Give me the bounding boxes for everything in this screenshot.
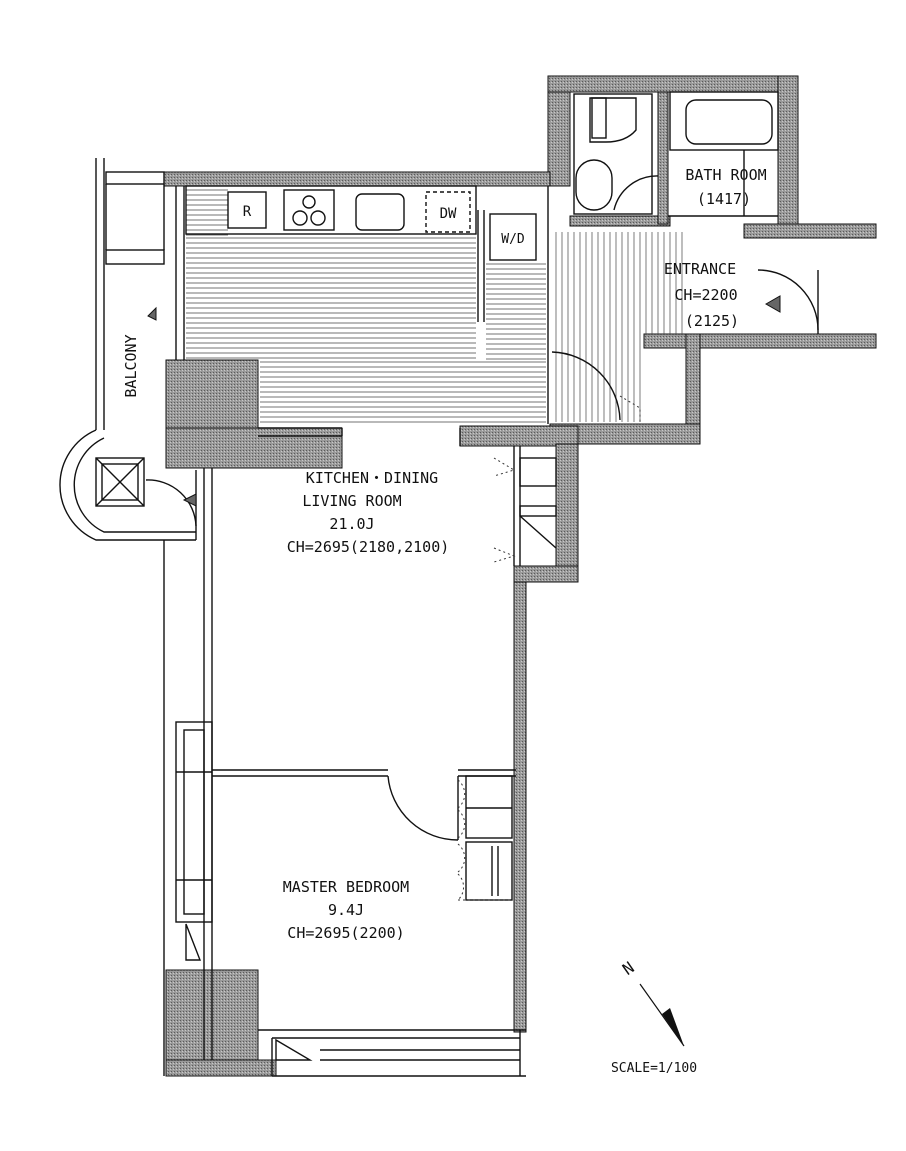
burner-icon [310, 210, 326, 226]
walls [163, 75, 877, 1077]
scale-label: SCALE=1/100 [611, 1061, 697, 1076]
wall-bottom-edge [165, 1059, 277, 1077]
north-label: N [619, 958, 638, 979]
wall-right-long [513, 581, 527, 1033]
wall-entrance-upper [743, 223, 877, 239]
wall-entrance-lower [643, 333, 877, 349]
wall-bath-right [777, 75, 799, 225]
ldk-area: 21.0J [329, 515, 374, 533]
thin-lines [59, 91, 819, 1077]
burner-icon [302, 195, 316, 209]
bath-label: BATH ROOM [685, 166, 766, 184]
bedroom-area: 9.4J [328, 901, 364, 919]
washer-dryer-box [489, 213, 537, 261]
washer-dryer-label: W/D [501, 232, 525, 247]
ldk-ceiling: CH=2695(2180,2100) [287, 538, 450, 556]
entry-markers [147, 295, 781, 507]
ldk-label-line2: LIVING ROOM [302, 492, 401, 510]
wall-bath-step [569, 215, 671, 227]
wall-kitchen-top [163, 171, 551, 187]
sink [355, 193, 405, 231]
entrance-floor [555, 232, 683, 422]
wall-bath-top [547, 75, 799, 93]
north-line [639, 983, 685, 1047]
flooring [186, 189, 683, 423]
north-arrow-icon [662, 1008, 684, 1046]
wall-ldk-right-block [459, 425, 579, 447]
triangle-icon [764, 295, 781, 313]
entrance-sub: (2125) [685, 312, 739, 330]
north-arrow: N [619, 958, 685, 1047]
labels: KITCHEN・DINING LIVING ROOM 21.0J CH=2695… [122, 166, 767, 942]
burner-icon [292, 210, 308, 226]
fridge-label: R [243, 204, 252, 220]
wall-ldk-right-col [555, 443, 579, 583]
fridge-box [227, 191, 267, 229]
bedroom-label: MASTER BEDROOM [283, 878, 409, 896]
kitchen-fixtures [185, 185, 537, 261]
kitchen-floor [186, 189, 546, 423]
wall-bath-divider [657, 91, 669, 225]
entrance-label: ENTRANCE [664, 260, 736, 278]
dishwasher-label: DW [440, 206, 457, 222]
triangle-icon [147, 306, 157, 321]
closet-doors [457, 395, 641, 901]
wall-ldk-right-step [513, 565, 579, 583]
bedroom-ceiling: CH=2695(2200) [287, 924, 404, 942]
balcony-label: BALCONY [122, 334, 140, 397]
triangle-icon [182, 493, 197, 507]
wall-left-pillar-lower [165, 427, 343, 469]
kitchen-counter [185, 185, 477, 235]
entrance-ceiling: CH=2200 [674, 286, 737, 304]
bath-ceiling: (1417) [697, 190, 751, 208]
dishwasher-box [425, 191, 471, 233]
ldk-label-line1: KITCHEN・DINING [306, 469, 438, 487]
